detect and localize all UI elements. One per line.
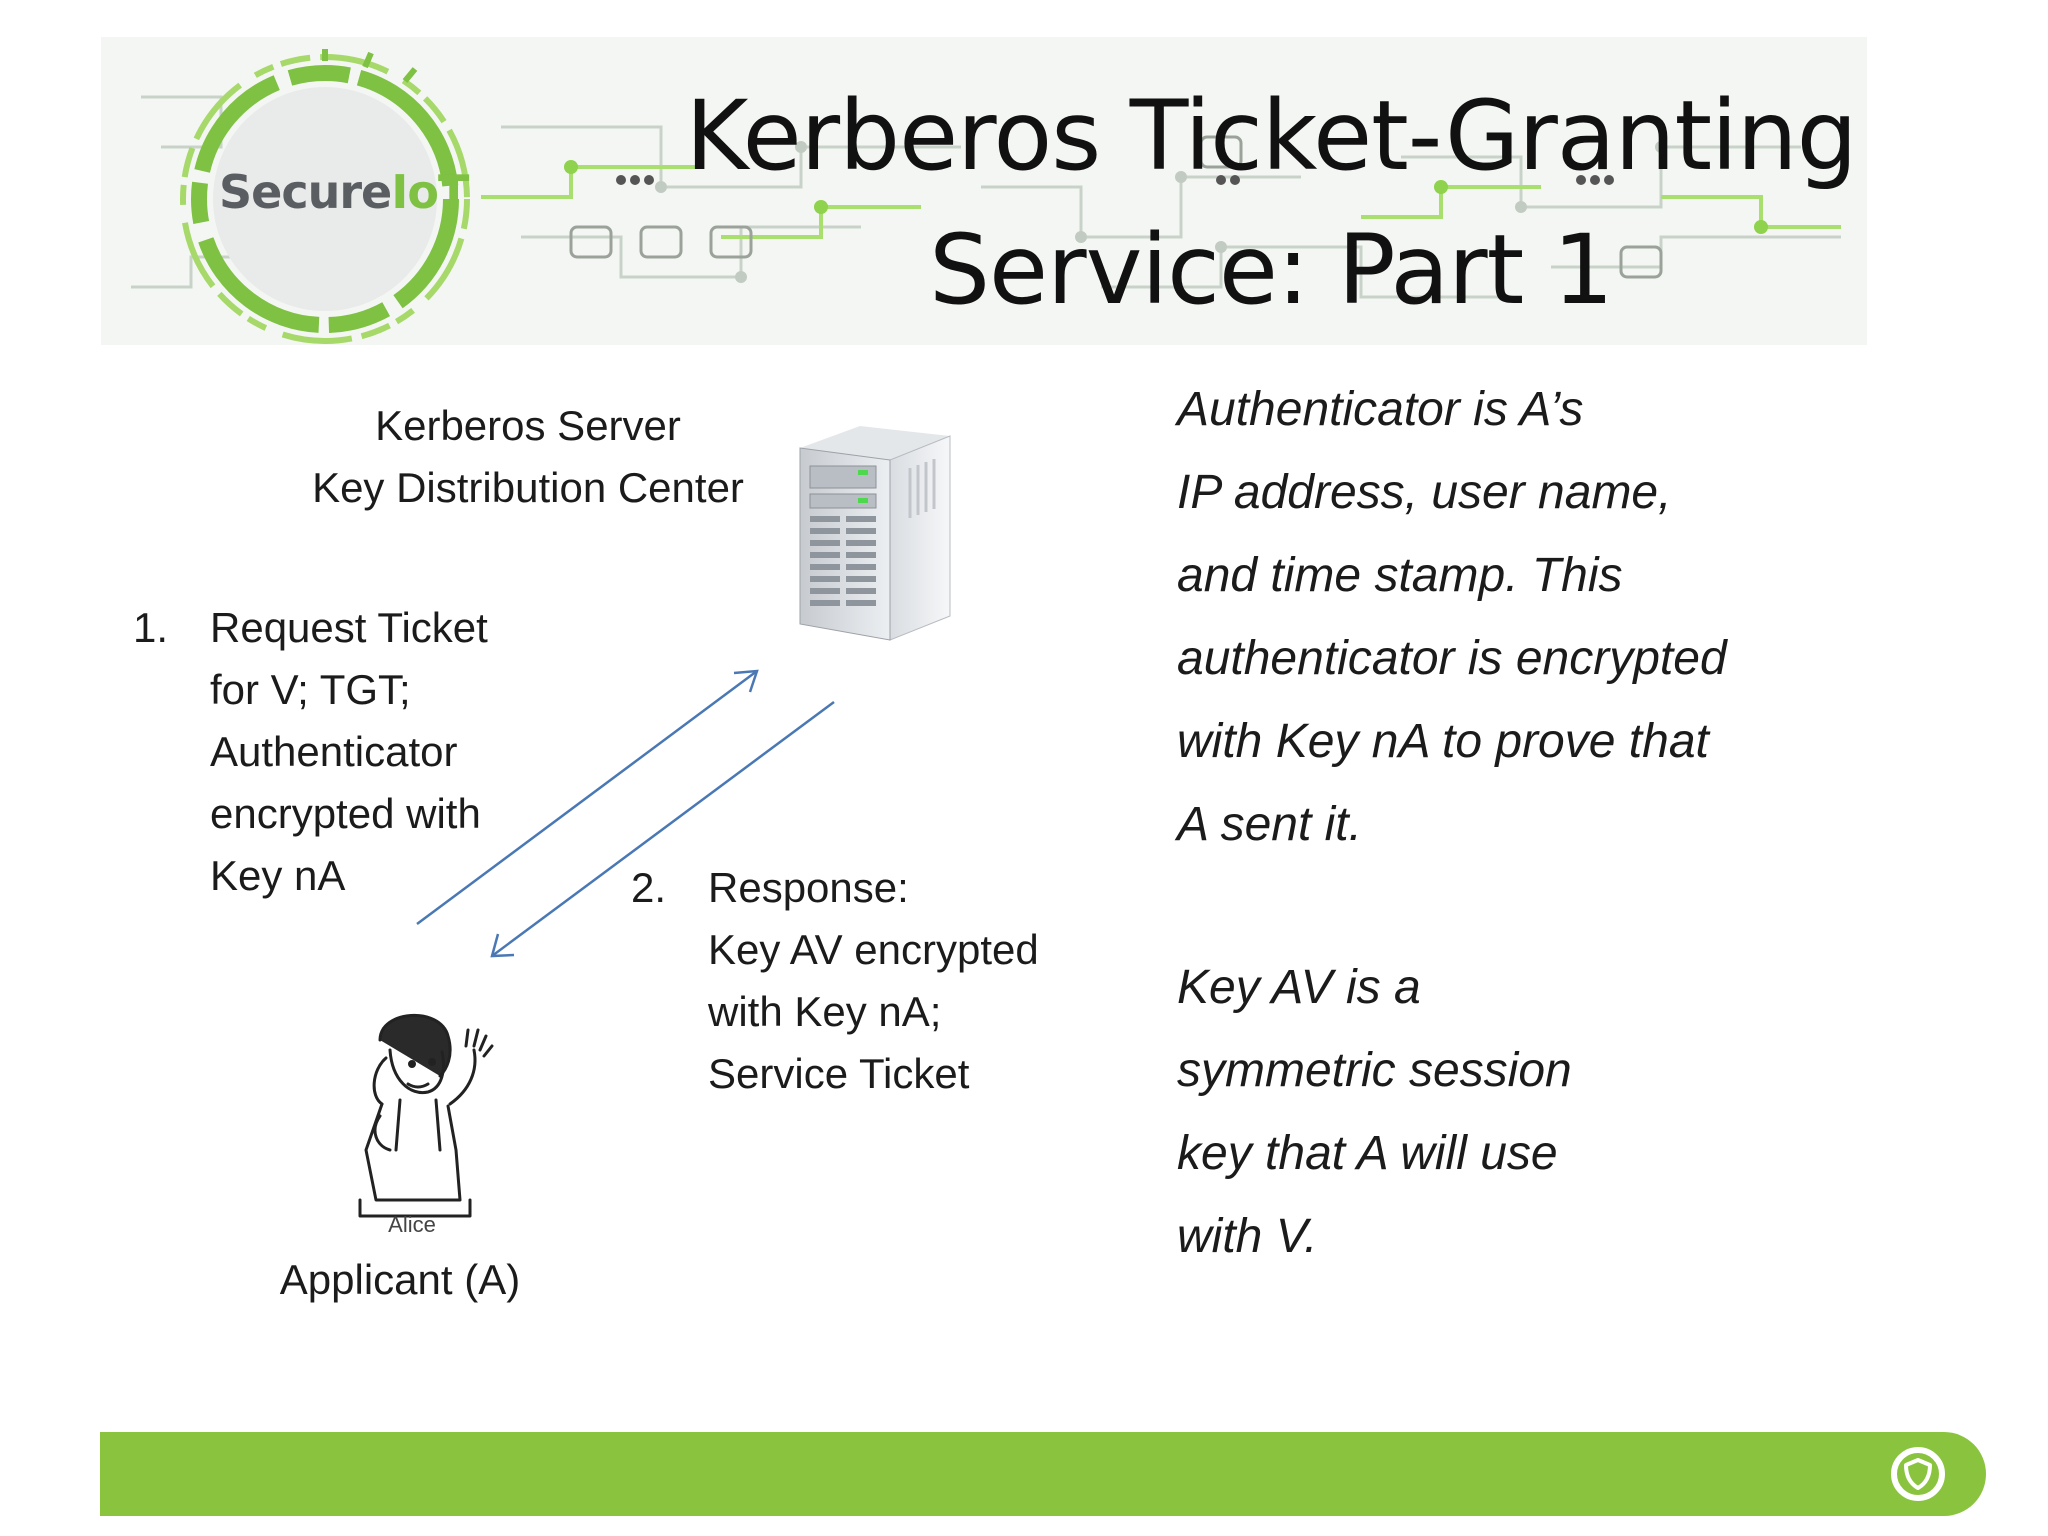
request-arrow [416, 669, 758, 926]
alice-caption: Alice [388, 1212, 436, 1237]
step-number: 2. [631, 864, 667, 911]
step-number: 1. [133, 604, 169, 651]
circuit-background [131, 95, 1841, 299]
authenticator-note: Authenticator is A’s IP address, user na… [1177, 383, 1727, 851]
footer-bar [100, 1432, 1986, 1516]
response-arrow [491, 700, 835, 958]
title-line-1: Kerberos Ticket-Granting [685, 80, 1857, 192]
shield-icon [1891, 1447, 1945, 1501]
session-key-note: Key AV is a symmetric session key that A… [1177, 961, 1572, 1263]
secureiot-logo-text: SecureIoT [219, 165, 469, 219]
slide-title: Kerberos Ticket-Granting Service: Part 1 [681, 69, 1861, 337]
applicant-label: Applicant (A) [279, 1256, 521, 1303]
alice-person-icon: Alice [358, 1014, 494, 1237]
secureiot-logo-ring [180, 49, 470, 344]
response-arrow-head [490, 933, 515, 958]
title-line-2: Service: Part 1 [929, 214, 1614, 326]
header-banner: SecureIoT Kerberos Ticket-Granting Servi… [101, 37, 1867, 345]
kdc-label: Kerberos Server Key Distribution Center [312, 402, 744, 511]
server-tower-icon [799, 426, 951, 641]
request-arrow-head [733, 669, 759, 693]
